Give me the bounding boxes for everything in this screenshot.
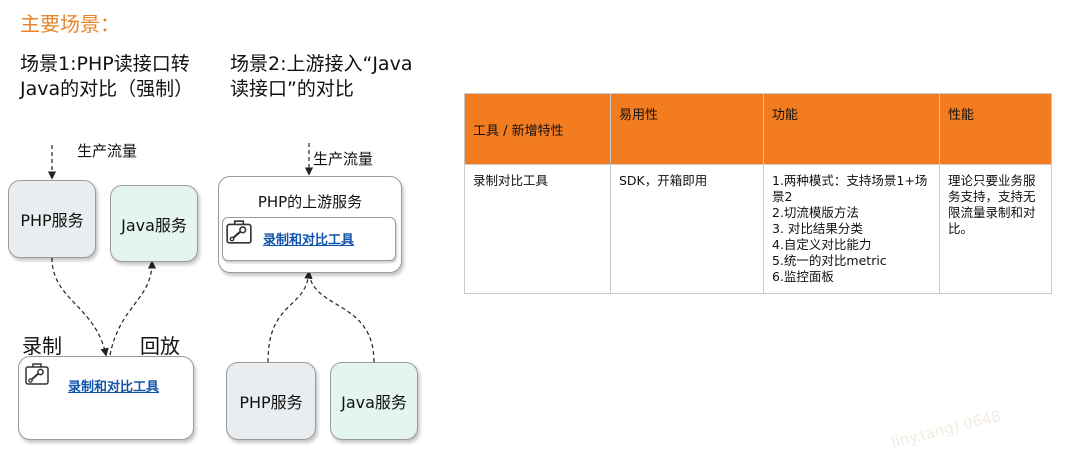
java-service-label-1: Java服务 [121, 215, 187, 235]
java-service-label-2: Java服务 [341, 393, 407, 412]
traffic-label-1: 生产流量 [77, 142, 138, 160]
table-header-row: 工具 / 新增特性 易用性 功能 性能 [464, 93, 1052, 165]
feature-table: 工具 / 新增特性 易用性 功能 性能 录制对比工具 SDK，开箱即用 1.两种… [464, 93, 1052, 294]
php-service-box-2: PHP服务 [226, 362, 316, 440]
feature-item: 1.两种模式：支持场景1+场景2 [772, 173, 928, 204]
cell-features: 1.两种模式：支持场景1+场景2 2.切流模版方法 3. 对比结果分类 4.自定… [763, 164, 940, 294]
record-label: 录制 [22, 334, 62, 358]
traffic-label-2: 生产流量 [313, 150, 374, 168]
java-service-box-1: Java服务 [110, 185, 198, 262]
table-row: 录制对比工具 SDK，开箱即用 1.两种模式：支持场景1+场景2 2.切流模版方… [464, 164, 1052, 294]
feature-item: 6.监控面板 [772, 269, 834, 284]
php-service-label-1: PHP服务 [20, 211, 84, 230]
cell-tool-name: 录制对比工具 [464, 164, 611, 294]
header-tool: 工具 / 新增特性 [464, 93, 611, 165]
header-ease: 易用性 [610, 93, 764, 165]
feature-item: 5.统一的对比metric [772, 253, 887, 268]
php-service-label-2: PHP服务 [239, 393, 303, 412]
record-tool-link-2[interactable]: 录制和对比工具 [263, 233, 355, 248]
header-performance: 性能 [939, 93, 1052, 165]
replay-connector [109, 260, 157, 356]
php-to-upstream [267, 270, 313, 363]
feature-item: 2.切流模版方法 [772, 205, 859, 220]
record-tool-link-1[interactable]: 录制和对比工具 [68, 380, 160, 395]
scenario1-title: 场景1:PHP读接口转Java的对比（强制） [20, 53, 194, 100]
cell-performance: 理论只要业务服务支持，支持无限流量录制和对比。 [939, 164, 1052, 294]
tool-wrench-icon [24, 362, 50, 390]
page-title: 主要场景： [20, 12, 120, 36]
cell-ease: SDK，开箱即用 [610, 164, 764, 294]
replay-label: 回放 [140, 334, 180, 358]
java-to-upstream [308, 271, 375, 363]
scenario2-title: 场景2:上游接入“Java读接口”的对比 [230, 53, 413, 100]
java-service-box-2: Java服务 [330, 362, 418, 440]
header-features: 功能 [763, 93, 940, 165]
upstream-service-label: PHP的上游服务 [257, 193, 363, 211]
record-connector [51, 257, 109, 357]
tool-wrench-icon [225, 219, 253, 249]
feature-item: 3. 对比结果分类 [772, 221, 863, 236]
php-service-box-1: PHP服务 [8, 180, 96, 258]
feature-item: 4.自定义对比能力 [772, 237, 872, 252]
